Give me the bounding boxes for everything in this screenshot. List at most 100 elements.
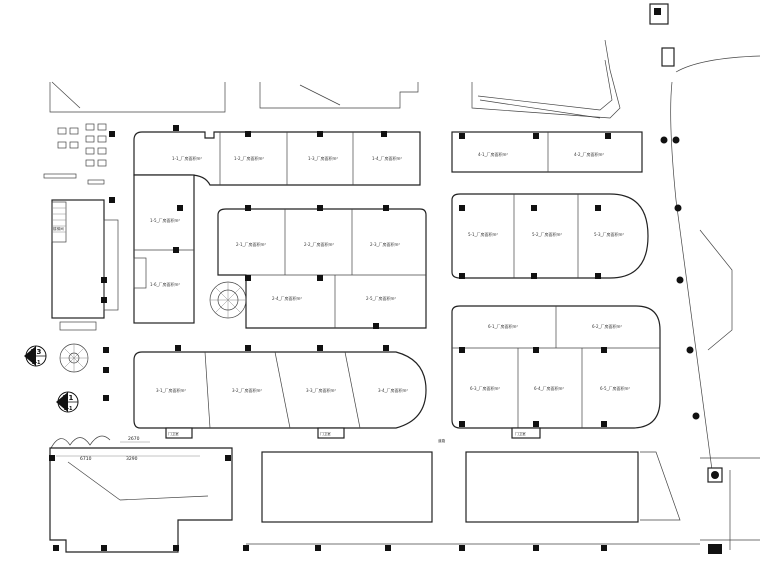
- site-dot: [676, 276, 684, 284]
- column: [315, 545, 321, 551]
- column: [533, 133, 539, 139]
- column: [533, 421, 539, 427]
- column: [317, 131, 323, 137]
- column: [317, 205, 323, 211]
- entry-label-3: 门卫室: [515, 431, 526, 436]
- room-label: 5-3_厂房面积m²: [594, 231, 624, 237]
- block-g: [451, 305, 661, 429]
- block-c: [217, 208, 427, 329]
- column: [173, 545, 179, 551]
- room-label: 1-4_厂房面积m²: [372, 155, 402, 161]
- room-label: 5-2_厂房面积m²: [532, 231, 562, 237]
- column: [317, 275, 323, 281]
- column: [245, 345, 251, 351]
- column: [601, 421, 607, 427]
- column: [243, 545, 249, 551]
- column: [601, 545, 607, 551]
- dim-label-2: 6710: [80, 456, 92, 462]
- guard-booth: [649, 3, 675, 67]
- north-boundary: [49, 39, 760, 471]
- entry-label-2: 门卫室: [320, 431, 331, 436]
- column: [245, 205, 251, 211]
- room-label: 4-1_厂房面积m²: [478, 151, 508, 157]
- room-label: 1-3_厂房面积m²: [308, 155, 338, 161]
- column: [53, 545, 59, 551]
- marker-sub: 1-1: [63, 406, 73, 412]
- dim-label-3: 3290: [126, 456, 138, 462]
- road-label: 道路: [438, 438, 446, 443]
- column: [531, 273, 537, 279]
- column: [381, 131, 387, 137]
- room-label: 6-3_厂房面积m²: [470, 385, 500, 391]
- column: [173, 247, 179, 253]
- column: [245, 131, 251, 137]
- room-label: 2-5_厂房面积m²: [366, 295, 396, 301]
- section-marker-d1: D1 1-1: [56, 391, 79, 413]
- room-label: 2-3_厂房面积m²: [370, 241, 400, 247]
- room-label: 6-4_厂房面积m²: [534, 385, 564, 391]
- column: [109, 131, 115, 137]
- column: [385, 545, 391, 551]
- column: [101, 297, 107, 303]
- room-label: 4-2_厂房面积m²: [574, 151, 604, 157]
- marker-code: D1: [63, 394, 74, 402]
- room-label: 3-3_厂房面积m²: [306, 387, 336, 393]
- room-label: 5-1_厂房面积m²: [468, 231, 498, 237]
- room-label: 3-4_厂房面积m²: [378, 387, 408, 393]
- column: [533, 545, 539, 551]
- empty-lots: [246, 451, 700, 545]
- site-dot: [692, 412, 700, 420]
- column: [459, 347, 465, 353]
- structural-columns: [49, 125, 611, 551]
- column: [101, 277, 107, 283]
- column: [103, 367, 109, 373]
- room-label: 3-2_厂房面积m²: [232, 387, 262, 393]
- room-label: 2-1_厂房面积m²: [236, 241, 266, 247]
- entry-label-1: 门卫室: [168, 431, 179, 436]
- spiral-stair: [59, 343, 89, 373]
- room-labels: 1-1_厂房面积m² 1-2_厂房面积m² 1-3_厂房面积m² 1-4_厂房面…: [150, 151, 630, 443]
- column: [605, 133, 611, 139]
- column: [531, 205, 537, 211]
- stair-building: 楼梯间: [51, 199, 119, 331]
- site-dot: [686, 346, 694, 354]
- block-f: [451, 193, 649, 279]
- entry-booths: 门卫室 门卫室 门卫室: [165, 427, 541, 439]
- site-dot: [674, 204, 682, 212]
- room-label: 2-4_厂房面积m²: [272, 295, 302, 301]
- column: [317, 345, 323, 351]
- column: [595, 205, 601, 211]
- column: [459, 133, 465, 139]
- room-label: 3-1_厂房面积m²: [156, 387, 186, 393]
- room-label: 6-2_厂房面积m²: [592, 323, 622, 329]
- room-label: 1-1_厂房面积m²: [172, 155, 202, 161]
- column: [383, 345, 389, 351]
- column: [533, 347, 539, 353]
- room-label: 6-5_厂房面积m²: [600, 385, 630, 391]
- block-d: [133, 351, 427, 429]
- picnic-area: [43, 123, 107, 185]
- stair-label: 楼梯间: [53, 226, 64, 231]
- column: [459, 421, 465, 427]
- column: [109, 197, 115, 203]
- block-a: [133, 131, 421, 186]
- column: [383, 205, 389, 211]
- column: [373, 323, 379, 329]
- column: [245, 275, 251, 281]
- column: [459, 545, 465, 551]
- site-dot: [660, 136, 668, 144]
- column: [103, 347, 109, 353]
- column: [103, 395, 109, 401]
- marker-code: D3: [31, 348, 42, 356]
- room-label: 6-1_厂房面积m²: [488, 323, 518, 329]
- marker-sub: 1-1: [31, 360, 41, 366]
- block-b: [133, 174, 195, 324]
- column: [49, 455, 55, 461]
- section-marker-d3: D3 1-1: [24, 345, 47, 367]
- column: [177, 205, 183, 211]
- room-label: 2-2_厂房面积m²: [304, 241, 334, 247]
- column: [173, 125, 179, 131]
- dim-label-1: 2670: [128, 436, 140, 442]
- column: [101, 545, 107, 551]
